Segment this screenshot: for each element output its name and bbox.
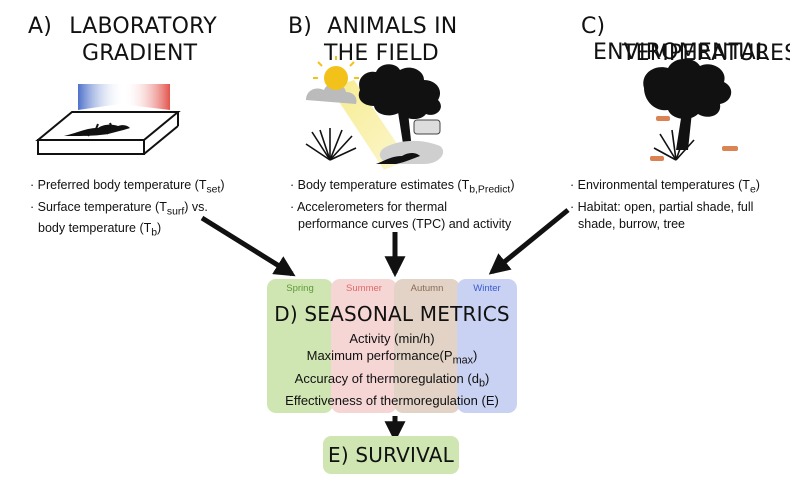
panel-a-bullet-1: · Preferred body temperature (Tset): [30, 178, 225, 196]
season-label-spring: Spring: [286, 283, 314, 294]
metric-effectiveness: Effectiveness of thermoregulation (E): [285, 393, 499, 409]
lizard-under-sun-and-tree-icon: [305, 56, 444, 170]
panel-b-bullet-2: · Accelerometers for thermal: [290, 199, 447, 214]
season-panel-winter: [457, 279, 517, 413]
panel-a-bullets: · Preferred body temperature (Tset) · Su…: [30, 177, 225, 242]
panel-c-title-line2: TEMPERATURES: [622, 41, 790, 66]
season-label-autumn: Autumn: [410, 283, 444, 294]
panel-b-title: B) ANIMALS IN: [288, 14, 457, 40]
survival-box: E) SURVIVAL: [323, 436, 459, 474]
season-panel-spring: [267, 279, 333, 413]
metric-max-performance: Maximum performance(Pmax): [306, 348, 478, 367]
panel-b-title-line2: THE FIELD: [324, 41, 439, 66]
panel-a-bullet-2-cont: body temperature (Tb): [38, 221, 162, 239]
panel-b-bullets: · Body temperature estimates (Tb,Predict…: [290, 177, 514, 233]
arrow-c-to-d: [488, 208, 570, 275]
season-panel-autumn: [394, 279, 460, 413]
panel-a-letter: A): [28, 14, 53, 39]
panel-b-bullet-2-cont: performance curves (TPC) and activity: [298, 216, 512, 231]
panel-c-bullet-1: · Environmental temperatures (Te): [570, 178, 760, 196]
arrow-a-to-d: [200, 215, 296, 277]
metric-accuracy: Accuracy of thermoregulation (db): [294, 370, 490, 390]
panel-c-bullets: · Environmental temperatures (Te) · Habi…: [570, 177, 760, 233]
panel-a-title-line1: LABORATORY: [69, 14, 217, 39]
panel-c-bullet-2: · Habitat: open, partial shade, full: [570, 199, 754, 214]
lizard-in-gradient-box-icon: [35, 84, 181, 155]
panel-c-bullet-2-cont: shade, burrow, tree: [578, 216, 686, 231]
survival-label: E) SURVIVAL: [328, 443, 454, 467]
panel-a-bullet-2: · Surface temperature (Tsurf) vs.: [30, 199, 208, 218]
season-label-winter: Winter: [473, 283, 501, 294]
panel-b-letter: B): [288, 14, 313, 39]
metric-activity: Activity (min/h): [349, 331, 435, 346]
seasonal-metrics: D) SEASONAL METRICS Activity (min/h) Max…: [267, 302, 517, 409]
panel-a-title-line2: GRADIENT: [82, 41, 198, 66]
seasonal-metrics-title: D) SEASONAL METRICS: [274, 302, 510, 326]
panel-a-title: A) LABORATORY: [28, 14, 217, 40]
season-label-summer: Summer: [346, 283, 382, 294]
panel-c-letter: C): [581, 14, 606, 39]
season-panel-summer: [331, 279, 397, 413]
panel-b-title-line1: ANIMALS IN: [327, 14, 458, 39]
panel-b-bullet-1: · Body temperature estimates (Tb,Predict…: [290, 178, 515, 196]
tree-with-thermometer-models-icon: [643, 58, 738, 161]
